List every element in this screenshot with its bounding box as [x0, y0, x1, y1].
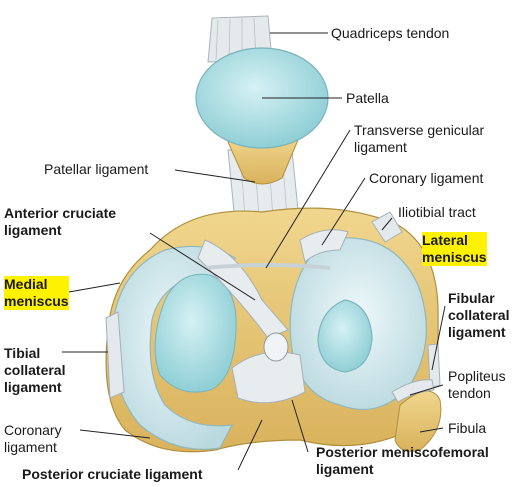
label-patella: Patella: [346, 90, 389, 106]
label-popliteus-tendon-line2: tendon: [448, 385, 491, 401]
label-fibular-collateral-ligament-line3: ligament: [448, 324, 506, 340]
label-tibial-collateral-ligament: Tibial collateral ligament: [4, 345, 65, 396]
label-popliteus-tendon: Popliteus tendon: [448, 368, 506, 402]
medial-articular-cartilage-shape: [154, 273, 237, 393]
label-posterior-meniscofemoral-ligament-line1: Posterior meniscofemoral: [316, 444, 489, 460]
label-transverse-genicular-ligament-line2: ligament: [354, 139, 407, 155]
label-lateral-meniscus: Lateral meniscus: [422, 232, 487, 266]
label-anterior-cruciate-ligament: Anterior cruciate ligament: [4, 205, 116, 239]
label-posterior-cruciate-ligament: Posterior cruciate ligament: [22, 466, 203, 482]
posterior-cruciate-ligament-shape: [231, 351, 306, 404]
label-popliteus-tendon-line1: Popliteus: [448, 368, 506, 384]
label-coronary-ligament-bottom-line1: Coronary: [4, 422, 62, 438]
label-coronary-ligament-top: Coronary ligament: [369, 170, 484, 186]
medial-meniscus-shape: [111, 245, 236, 450]
label-posterior-meniscofemoral-ligament: Posterior meniscofemoral ligament: [316, 444, 489, 478]
label-coronary-ligament-bottom-line2: ligament: [4, 439, 57, 455]
transverse-ligament-shape: [204, 263, 331, 270]
label-patellar-ligament: Patellar ligament: [44, 161, 149, 177]
label-fibula: Fibula: [448, 420, 487, 436]
label-lateral-meniscus-line2: meniscus: [422, 249, 487, 266]
label-medial-meniscus-line1: Medial: [4, 276, 69, 293]
label-posterior-meniscofemoral-ligament-line2: ligament: [316, 461, 374, 477]
iliotibial-tract-shape: [371, 211, 403, 243]
label-transverse-genicular-ligament: Transverse genicular ligament: [354, 122, 484, 156]
ligament-stump-shape: [263, 332, 289, 362]
label-tibial-collateral-ligament-line2: collateral: [4, 362, 66, 378]
lateral-articular-cartilage-shape: [317, 299, 373, 373]
label-fibular-collateral-ligament: Fibular collateral ligament: [448, 290, 509, 341]
label-medial-meniscus: Medial meniscus: [4, 276, 69, 310]
label-medial-meniscus-line2: meniscus: [4, 293, 69, 310]
popliteus-tendon-shape: [391, 379, 435, 403]
label-tibial-collateral-ligament-line3: ligament: [4, 379, 62, 395]
anterior-horn-fibers-shape: [299, 229, 349, 263]
label-tibial-collateral-ligament-line1: Tibial: [4, 345, 41, 361]
tibial-collateral-ligament-shape: [105, 311, 125, 399]
label-iliotibial-tract: Iliotibial tract: [398, 204, 476, 220]
label-anterior-cruciate-ligament-line2: ligament: [4, 222, 62, 238]
label-fibular-collateral-ligament-line1: Fibular: [448, 290, 495, 306]
label-transverse-genicular-ligament-line1: Transverse genicular: [354, 122, 485, 138]
label-coronary-ligament-bottom: Coronary ligament: [4, 422, 62, 456]
label-anterior-cruciate-ligament-line1: Anterior cruciate: [4, 205, 117, 221]
leader-lines: [34, 32, 446, 471]
label-lateral-meniscus-line1: Lateral: [422, 232, 487, 249]
fibular-collateral-ligament-shape: [427, 343, 441, 389]
label-fibular-collateral-ligament-line2: collateral: [448, 307, 510, 323]
label-quadriceps-tendon: Quadriceps tendon: [331, 25, 450, 41]
